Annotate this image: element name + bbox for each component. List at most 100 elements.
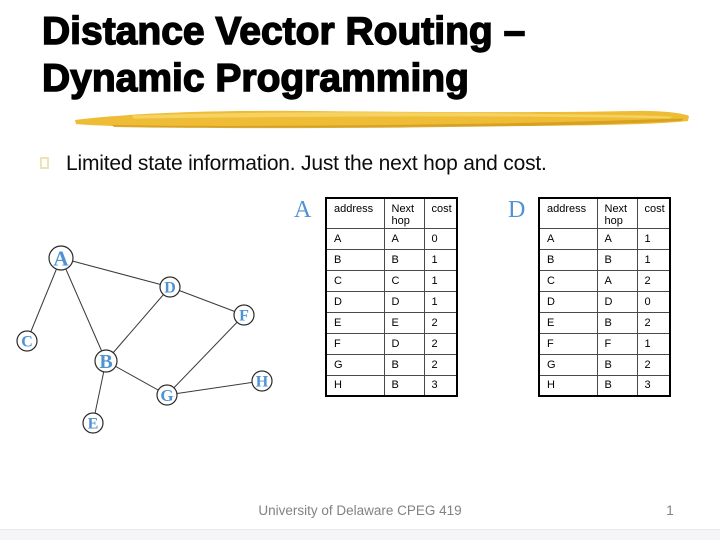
graph-node-H: H [251,370,273,392]
table-cell: B [596,374,638,397]
svg-text:C: C [21,334,33,351]
bullet-item: Limited state information. Just the next… [40,152,547,176]
page-number: 1 [666,503,674,518]
title-line-2: Dynamic Programming [41,56,469,100]
table-cell: 3 [423,374,458,397]
svg-text:D: D [164,280,176,297]
graph-node-F: F [233,304,255,326]
table-cell: 3 [636,374,671,397]
table-cell: C [538,269,598,292]
table-cell: H [325,374,385,397]
graph-edge-D-F [169,286,245,316]
graph-edge-B-G [105,360,168,396]
table-cell: 2 [636,311,671,334]
table-cell: F [325,332,385,355]
table-cell: B [596,311,638,334]
table-cell: B [383,353,425,376]
table-header-cell: address [538,197,598,229]
table-cell: 2 [423,332,458,355]
table-header-cell: Next hop [596,197,638,229]
table-label-D: D [508,197,526,223]
svg-text:F: F [239,308,249,325]
table-cell: B [383,374,425,397]
table-cell: G [325,353,385,376]
graph-edge-B-D [105,286,171,362]
table-cell: B [596,353,638,376]
table-cell: 2 [423,353,458,376]
title-line-1: Distance Vector Routing – [41,9,526,53]
table-label-A: A [294,197,312,223]
svg-text:B: B [99,351,112,373]
table-cell: H [538,374,598,397]
graph-node-D: D [159,276,181,298]
table-cell: C [325,269,385,292]
table-cell: D [538,290,598,313]
table-cell: 2 [636,269,671,292]
table-cell: A [596,227,638,250]
network-topology-graph: A D F C B G H E [16,245,273,434]
graph-edge-G-H [166,380,263,396]
table-cell: B [325,248,385,271]
table-cell: B [538,248,598,271]
footer-text: University of Delaware CPEG 419 [258,503,462,518]
bullet-square-icon [40,157,49,169]
table-cell: D [383,290,425,313]
highlighter-stroke-icon [75,110,689,129]
svg-text:A: A [53,246,69,270]
graph-node-B: B [94,349,118,373]
table-cell: 1 [423,290,458,313]
table-cell: A [538,227,598,250]
table-cell: 1 [636,248,671,271]
table-cell: B [383,248,425,271]
table-cell: 1 [423,269,458,292]
table-header-cell: cost [423,197,458,229]
table-cell: 2 [636,353,671,376]
bullet-text: Limited state information. Just the next… [66,152,547,175]
bottom-strip [0,529,720,540]
graph-node-A: A [48,245,74,271]
table-header-cell: Next hop [383,197,425,229]
graph-edge-G-F [166,314,245,396]
table-cell: A [596,269,638,292]
table-cell: 1 [423,248,458,271]
graph-edge-A-B [60,257,107,362]
table-cell: 1 [636,227,671,250]
table-cell: E [325,311,385,334]
table-cell: 0 [636,290,671,313]
table-cell: 2 [423,311,458,334]
svg-text:G: G [160,386,173,405]
graph-edge-A-C [26,257,62,342]
page-title: Distance Vector Routing –Dynamic Program… [41,8,682,102]
svg-text:E: E [88,416,99,433]
table-cell: E [538,311,598,334]
table-cell: F [596,332,638,355]
table-header-cell: address [325,197,385,229]
table-cell: C [383,269,425,292]
graph-node-C: C [16,330,38,352]
table-cell: F [538,332,598,355]
graph-node-E: E [82,412,104,434]
table-cell: D [596,290,638,313]
table-cell: 1 [636,332,671,355]
graph-node-G: G [156,384,178,406]
table-cell: D [383,332,425,355]
svg-text:H: H [256,374,269,391]
